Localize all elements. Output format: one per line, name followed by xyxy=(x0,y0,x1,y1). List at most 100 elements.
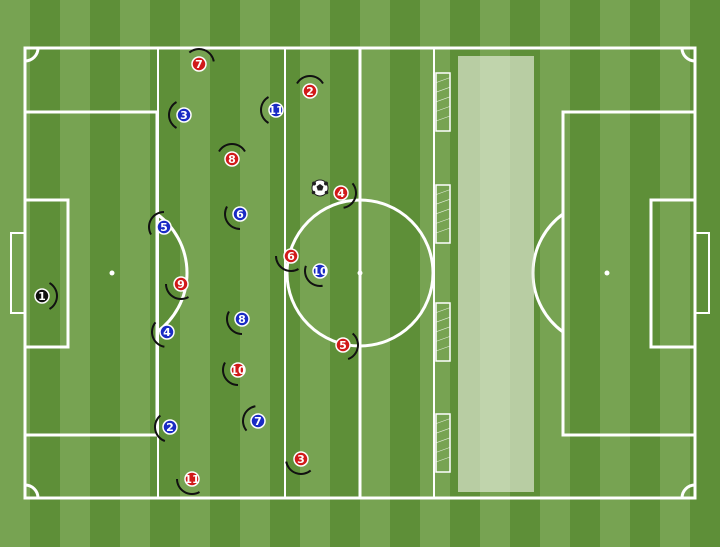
soccer-ball-icon[interactable] xyxy=(311,179,329,197)
mini-goal xyxy=(435,413,451,473)
red-player-6[interactable]: 6 xyxy=(275,248,299,272)
red-player-9[interactable]: 9 xyxy=(165,276,189,300)
player-number: 7 xyxy=(254,415,262,428)
red-player-7[interactable]: 7 xyxy=(188,48,215,72)
left-penalty-spot xyxy=(109,270,115,276)
facing-arc xyxy=(296,75,324,85)
blue-player-6[interactable]: 6 xyxy=(224,206,248,230)
player-number: 10 xyxy=(230,364,246,377)
blue-player-10[interactable]: 10 xyxy=(304,263,328,287)
grass-stripe xyxy=(210,0,241,547)
facing-arc xyxy=(285,461,312,475)
facing-arc xyxy=(304,265,323,287)
grass-stripe xyxy=(120,0,151,547)
player-marker xyxy=(34,288,50,304)
player-number: 7 xyxy=(195,58,203,71)
facing-arc xyxy=(347,332,359,361)
player-number: 9 xyxy=(177,278,185,291)
player-number: 4 xyxy=(163,326,171,339)
corner-arc-top-right xyxy=(680,47,696,63)
player-number: 11 xyxy=(184,473,199,486)
facing-arc xyxy=(242,405,256,432)
grass-stripe xyxy=(360,0,391,547)
mini-goal xyxy=(435,184,451,244)
facing-arc xyxy=(218,143,246,153)
player-marker xyxy=(335,337,351,353)
facing-arc xyxy=(148,211,165,235)
facing-arc xyxy=(188,48,215,62)
red-player-2[interactable]: 2 xyxy=(296,75,324,99)
player-marker xyxy=(156,219,172,235)
player-number: 2 xyxy=(306,85,314,98)
red-player-5[interactable]: 5 xyxy=(335,332,359,361)
blue-player-4[interactable]: 4 xyxy=(151,321,175,348)
facing-arc xyxy=(165,283,189,300)
facing-arc xyxy=(222,362,239,386)
corner-arc-bottom-left xyxy=(24,483,40,499)
facing-arc xyxy=(168,101,178,129)
player-number: 8 xyxy=(228,153,236,166)
grass-stripe xyxy=(330,0,361,547)
target-zone xyxy=(458,56,534,492)
grass-stripe xyxy=(30,0,61,547)
player-marker xyxy=(176,107,192,123)
blue-player-5[interactable]: 5 xyxy=(148,211,172,235)
blue-player-8[interactable]: 8 xyxy=(226,311,250,335)
grass-stripe xyxy=(240,0,271,547)
player-number: 1 xyxy=(38,290,46,303)
red-player-11[interactable]: 11 xyxy=(176,471,200,495)
corner-arc-top-left xyxy=(24,47,40,63)
player-number: 2 xyxy=(166,421,174,434)
goalkeeper-player-1[interactable]: 1 xyxy=(34,282,58,310)
facing-arc xyxy=(226,311,243,335)
player-marker xyxy=(293,451,309,467)
grass-stripe xyxy=(540,0,571,547)
grass-stripe xyxy=(390,0,421,547)
player-marker xyxy=(333,185,349,201)
player-number: 8 xyxy=(238,313,246,326)
facing-arc xyxy=(176,478,200,495)
player-marker xyxy=(302,83,318,99)
mini-goals xyxy=(435,72,451,473)
player-marker xyxy=(173,276,189,292)
player-marker xyxy=(162,419,178,435)
red-player-3[interactable]: 3 xyxy=(285,451,312,475)
red-player-10[interactable]: 10 xyxy=(222,362,246,386)
red-player-4[interactable]: 4 xyxy=(333,182,357,209)
players: 7 2 8 4 6 9 5 10 3 11 3 11 5 6 10 4 8 2 7 1 xyxy=(34,48,359,495)
player-number: 10 xyxy=(312,265,328,278)
blue-player-11[interactable]: 11 xyxy=(260,96,284,124)
player-marker xyxy=(234,311,250,327)
player-marker xyxy=(191,56,207,72)
player-marker xyxy=(232,206,248,222)
grass-stripe xyxy=(570,0,601,547)
facing-arc xyxy=(343,182,357,209)
blue-player-3[interactable]: 3 xyxy=(168,101,192,129)
ball-layer xyxy=(311,179,329,197)
player-number: 6 xyxy=(236,208,244,221)
red-player-8[interactable]: 8 xyxy=(218,143,246,167)
player-marker xyxy=(312,263,328,279)
player-number: 6 xyxy=(287,250,295,263)
blue-player-7[interactable]: 7 xyxy=(242,405,266,432)
facing-arc xyxy=(154,414,166,443)
player-number: 4 xyxy=(337,187,345,200)
center-spot xyxy=(357,270,363,276)
facing-arc xyxy=(224,206,241,230)
pitch-markings xyxy=(10,46,710,500)
right-penalty-spot xyxy=(604,270,610,276)
player-number: 3 xyxy=(180,109,188,122)
mini-goal xyxy=(435,72,451,132)
player-marker xyxy=(268,102,284,118)
goal-right xyxy=(694,232,710,314)
grass-stripe xyxy=(180,0,211,547)
goal-left xyxy=(10,232,26,314)
player-number: 3 xyxy=(297,453,305,466)
facing-arc xyxy=(151,321,165,348)
blue-player-2[interactable]: 2 xyxy=(154,414,178,443)
grass-stripe xyxy=(150,0,181,547)
player-number: 5 xyxy=(339,339,347,352)
facing-arc xyxy=(48,282,58,310)
mini-goal xyxy=(435,302,451,362)
